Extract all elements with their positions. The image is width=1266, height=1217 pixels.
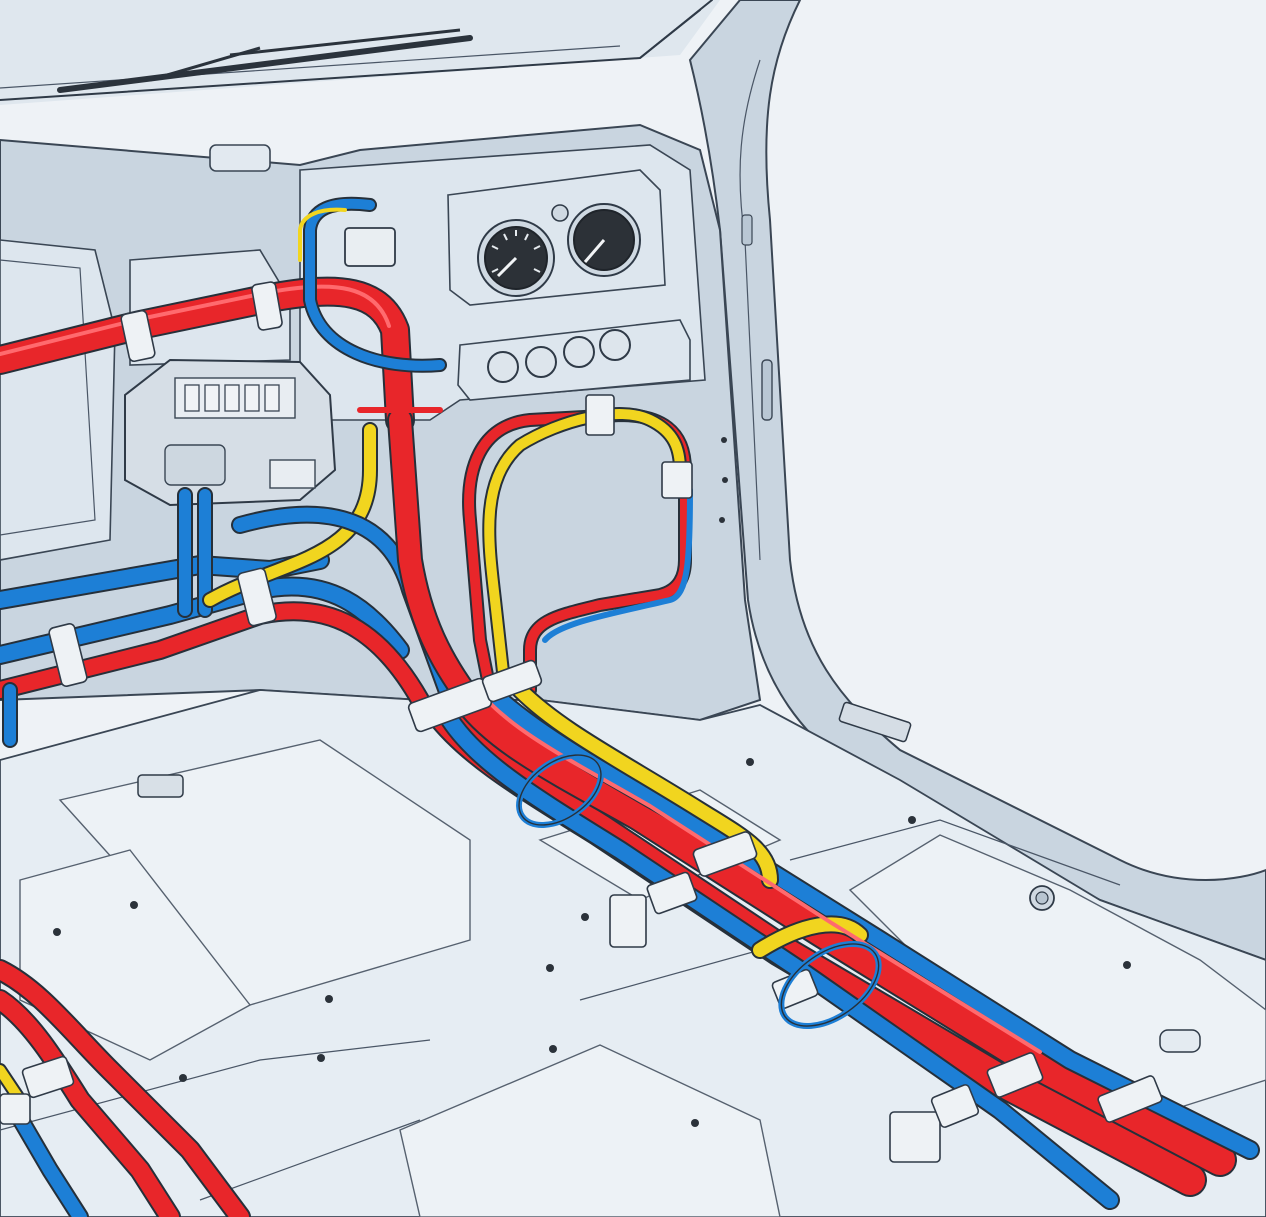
wiper-icon [57, 28, 473, 93]
cable-trunk-lower-left [0, 959, 251, 1217]
relay-box [124, 358, 337, 507]
indicator-knob [551, 204, 569, 222]
connector-upper [344, 227, 396, 267]
cable-trunk-main [423, 681, 1260, 1210]
tachometer-icon [567, 203, 641, 277]
instrument-cluster [447, 169, 666, 306]
speedometer-icon [477, 219, 555, 297]
control-knobs [457, 319, 691, 401]
cable-clamps [0, 281, 1163, 1163]
clip-arch-top [585, 394, 615, 436]
vin-plate [838, 701, 912, 743]
cable-loop-upper [298, 196, 447, 373]
clip-arch-side [661, 461, 693, 499]
dash-vent-tab [209, 144, 271, 172]
cable-arch-right [462, 394, 693, 697]
cable-run-center-vertical [202, 407, 483, 713]
